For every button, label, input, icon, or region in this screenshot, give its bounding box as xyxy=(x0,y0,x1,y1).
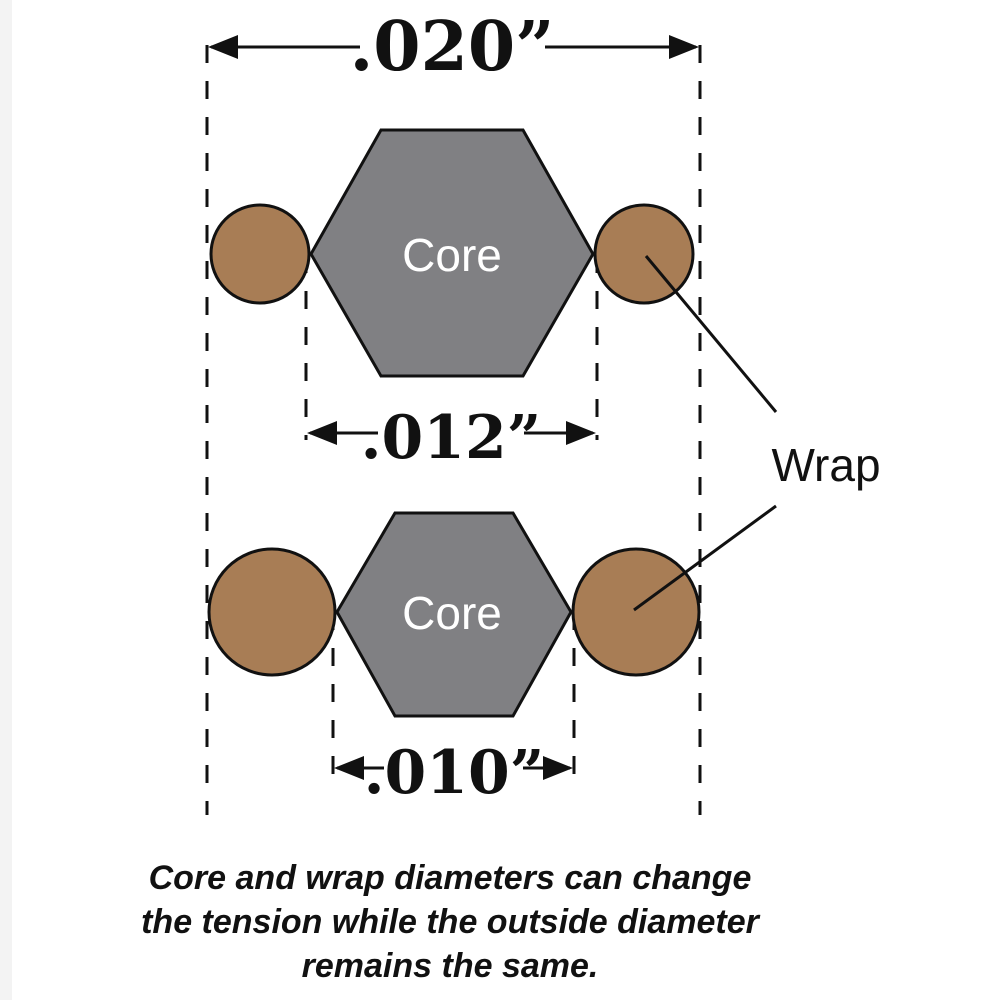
caption-line-3: remains the same. xyxy=(301,947,599,985)
core-label-bottom: Core xyxy=(402,587,502,639)
caption-line-2: the tension while the outside diameter xyxy=(141,903,759,941)
wrap-wire-top-right xyxy=(593,203,695,305)
core-hexagon-bottom xyxy=(335,511,573,718)
wrap-leader-top xyxy=(644,255,778,413)
core-hexagon-top xyxy=(309,128,595,378)
wrap-label: Wrap xyxy=(771,439,880,491)
core-small-diameter-label: .010” xyxy=(364,738,545,808)
wrap-wire-top-left xyxy=(209,203,311,305)
core-label-top: Core xyxy=(402,229,502,281)
wrap-leader-bottom xyxy=(633,504,777,612)
wrap-wire-bottom-right xyxy=(571,547,701,677)
left-edge-strip xyxy=(0,0,12,1000)
core-large-diameter-label: .012” xyxy=(361,403,542,473)
caption-line-1: Core and wrap diameters can change xyxy=(148,859,752,897)
wrap-wire-bottom-left xyxy=(207,547,337,677)
outer-diameter-label: .020” xyxy=(350,7,555,87)
diagram-caption: Core and wrap diameters can change the t… xyxy=(80,856,820,988)
